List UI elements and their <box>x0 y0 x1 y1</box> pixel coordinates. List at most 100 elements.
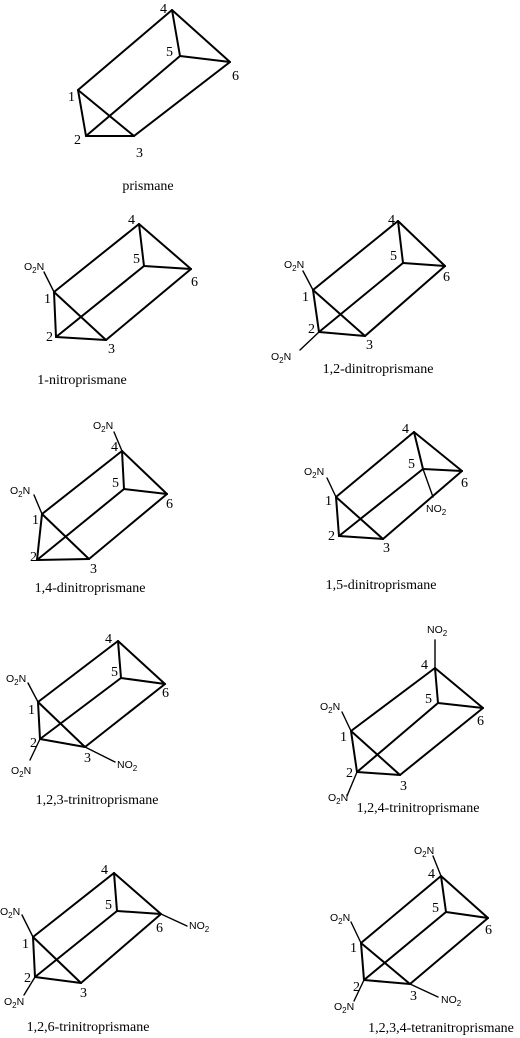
bond-5-6 <box>402 262 446 267</box>
bond-2-5 <box>318 262 404 333</box>
group-subscript: 2 <box>292 264 297 273</box>
nitro-group-1: O2N <box>0 906 20 920</box>
group-atom: N <box>17 996 25 1008</box>
bond-2-3 <box>39 738 86 748</box>
atom-number-6: 6 <box>477 714 484 729</box>
atom-number-3: 3 <box>90 562 97 577</box>
molecule-caption: 1,4-dinitroprismane <box>35 581 146 596</box>
atom-number-3: 3 <box>108 342 115 357</box>
bond-1-2 <box>360 942 365 981</box>
bond-1-4 <box>37 640 119 703</box>
atom-number-5: 5 <box>133 252 140 267</box>
group-subscript: 2 <box>205 925 210 934</box>
bond-1-2 <box>37 701 41 740</box>
bond-1-2 <box>350 730 358 773</box>
bond-1-2 <box>53 291 57 338</box>
nitro-bond-4 <box>113 431 123 452</box>
bond-4-5 <box>138 223 145 267</box>
bond-3-6 <box>88 493 168 560</box>
nitro-group-1: O2N <box>320 701 340 715</box>
molecule-caption: 1,2,3,4-tetranitroprismane <box>368 1021 514 1036</box>
group-atom: N <box>13 906 21 918</box>
bond-2-3 <box>36 558 90 561</box>
atom-number-5: 5 <box>112 476 119 491</box>
group-atom: NO <box>189 920 205 932</box>
atom-number-4: 4 <box>128 213 135 228</box>
group-atom: N <box>23 485 31 497</box>
bond-4-5 <box>413 431 424 470</box>
group-atom: O <box>6 673 14 685</box>
bond-3-6 <box>84 683 166 748</box>
bond-2-5 <box>36 488 125 561</box>
nitro-group-1: O2N <box>330 912 350 926</box>
bond-2-3 <box>55 336 107 341</box>
group-subscript: 2 <box>133 764 138 773</box>
bond-4-6 <box>434 667 484 709</box>
bond-1-3 <box>37 701 86 748</box>
nitro-bond-1 <box>27 682 39 703</box>
nitro-bond-1 <box>33 494 43 515</box>
bond-4-6 <box>117 640 166 685</box>
molecule-caption: prismane <box>122 179 173 194</box>
atom-number-1: 1 <box>22 937 29 952</box>
group-atom: NO <box>441 994 457 1006</box>
group-subscript: 2 <box>32 266 37 275</box>
bond-1-4 <box>53 223 140 293</box>
atom-number-1: 1 <box>340 730 347 745</box>
bond-1-4 <box>32 872 115 938</box>
group-subscript: 2 <box>19 770 24 779</box>
bond-2-3 <box>356 771 401 776</box>
group-subscript: 2 <box>8 911 13 920</box>
molecule-caption: 1,2,3-trinitroprismane <box>36 793 159 808</box>
nitro-group-2: O2N <box>4 996 24 1010</box>
atom-number-3: 3 <box>366 338 373 353</box>
atom-number-2: 2 <box>328 529 335 544</box>
nitro-group-6: NO2 <box>189 920 210 934</box>
atom-number-6: 6 <box>166 497 173 512</box>
nitro-bond-1 <box>43 271 55 293</box>
group-subscript: 2 <box>338 917 343 926</box>
bond-4-6 <box>413 431 463 472</box>
bond-2-5 <box>356 702 439 773</box>
nitro-group-3: NO2 <box>441 994 462 1008</box>
atom-number-2: 2 <box>24 971 31 986</box>
nitro-group-1: O2N <box>24 261 44 275</box>
nitro-group-2: O2N <box>334 1001 354 1015</box>
molecule-caption: 1,2-dinitroprismane <box>323 362 434 377</box>
nitro-group-2: O2N <box>11 765 31 779</box>
atom-number-2: 2 <box>30 736 37 751</box>
group-atom: N <box>297 259 305 271</box>
bond-4-6 <box>138 223 192 270</box>
group-subscript: 2 <box>12 1001 17 1010</box>
atom-number-5: 5 <box>408 457 415 472</box>
atom-number-1: 1 <box>350 941 357 956</box>
group-atom: O <box>334 1001 342 1013</box>
nitro-group-3: NO2 <box>117 759 138 773</box>
nitro-group-5: NO2 <box>426 503 447 517</box>
bond-5-6 <box>179 55 231 63</box>
group-atom: O <box>284 259 292 271</box>
atom-number-3: 3 <box>410 989 417 1004</box>
bond-1-2 <box>32 936 36 978</box>
bond-3-6 <box>364 265 446 337</box>
group-atom: O <box>320 701 328 713</box>
bond-1-2 <box>77 89 87 137</box>
bond-3-6 <box>133 61 231 137</box>
nitro-group-2: O2N <box>328 792 348 806</box>
bond-4-6 <box>171 9 231 63</box>
nitro-bond-3 <box>409 983 439 998</box>
bond-4-6 <box>440 875 489 919</box>
group-atom: N <box>317 466 325 478</box>
bond-1-3 <box>77 89 135 137</box>
bond-2-3 <box>363 979 411 985</box>
bond-3-6 <box>382 470 463 540</box>
group-atom: N <box>19 673 27 685</box>
nitro-bond-2 <box>299 331 320 351</box>
bond-1-4 <box>312 220 399 291</box>
